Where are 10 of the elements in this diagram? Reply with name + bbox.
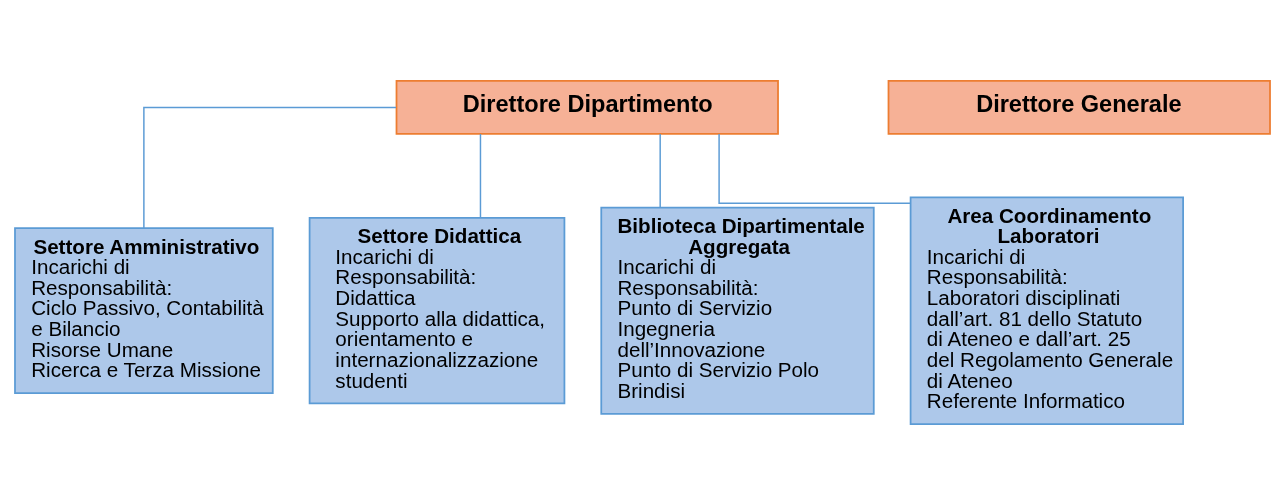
node-box: Direttore Dipartimento bbox=[395, 79, 779, 135]
connector bbox=[659, 132, 661, 208]
node-box: Settore Didattica Incarichi di Responsabilità: Didattica Supporto alla didattica, orientamento e internazionalizzazione studenti bbox=[308, 216, 566, 404]
node-box: Area Coordinamento Laboratori Incarichi di Responsabilità: Laboratori disciplinati dall’art. 81 dello Statuto di Ateneo e dall’art. 25 del Regolamento Generale di Ateneo Referente Informatico bbox=[909, 195, 1184, 425]
node-box: Direttore Generale bbox=[887, 79, 1271, 135]
node-box: Biblioteca Dipartimentale Aggregata Incarichi di Responsabilità: Punto di Servizio Ingegneria dell’Innovazione Punto di Servizio Polo Brindisi bbox=[600, 206, 875, 415]
node-box: Settore Amministrativo Incarichi di Responsabilità: Ciclo Passivo, Contabilità e Bilancio Risorse Umane Ricerca e Terza Missione bbox=[14, 226, 274, 394]
connector bbox=[479, 132, 482, 218]
connector bbox=[718, 132, 911, 204]
connector bbox=[143, 106, 397, 229]
